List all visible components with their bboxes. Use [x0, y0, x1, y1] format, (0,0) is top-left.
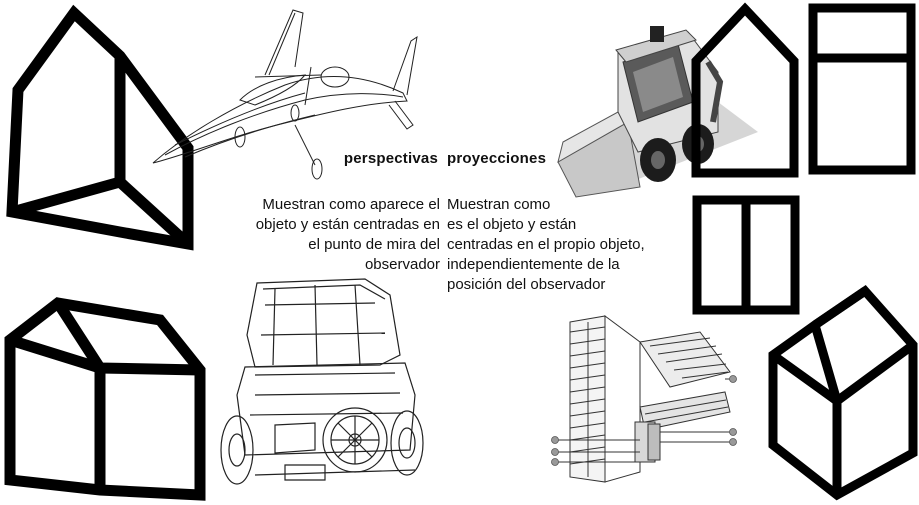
perspectives-line: Muestran como aparece el	[262, 196, 440, 213]
skid-steer-loader-render	[557, 26, 758, 198]
perspectives-heading: perspectivas	[343, 150, 438, 167]
orthographic-side-view	[692, 195, 800, 315]
projections-line: independientemente de la	[447, 256, 620, 273]
projections-line: Muestran como	[447, 196, 551, 213]
car-chassis-perspective-drawing	[220, 278, 424, 485]
callout-marker	[729, 428, 737, 436]
callout-marker	[551, 458, 559, 466]
orthographic-top-view	[808, 3, 916, 175]
axonometric-house-bottom-right	[768, 285, 918, 501]
projections-line: es el objeto y están	[447, 216, 577, 233]
perspective-house-top-left	[6, 4, 194, 251]
perspective-house-bottom-left	[4, 297, 206, 501]
perspectives-line: objeto y están centradas en	[255, 216, 440, 233]
orthographic-front-elevation	[691, 2, 799, 178]
projections-line: posición del observador	[447, 276, 606, 293]
callout-marker	[551, 448, 559, 456]
perspectives-line: observador	[364, 256, 440, 273]
projections-line: centradas en el propio objeto,	[447, 236, 645, 253]
projections-heading: proyecciones	[447, 150, 547, 167]
airplane-wireframe-illustration	[152, 9, 418, 180]
callout-marker	[729, 375, 737, 383]
callout-marker	[551, 436, 559, 444]
wall-construction-detail-axonometric	[551, 315, 737, 483]
projections-description: Muestran como es el objeto y están centr…	[447, 195, 687, 295]
callout-marker	[729, 438, 737, 446]
perspectives-description: Muestran como aparece el objeto y están …	[215, 195, 440, 275]
perspectives-line: el punto de mira del	[308, 236, 440, 253]
